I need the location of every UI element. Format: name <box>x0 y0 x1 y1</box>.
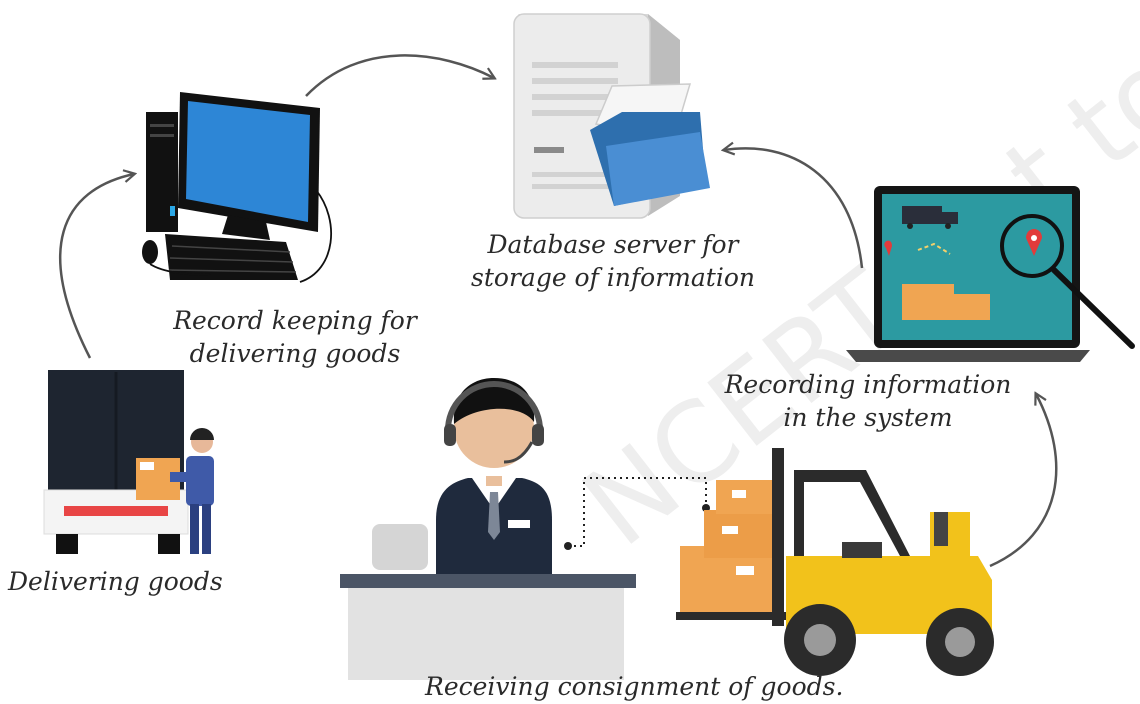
receptionist-icon <box>340 378 710 680</box>
caption-recording-line-1: Recording information <box>724 370 1012 399</box>
arrow-truck-to-computer <box>59 174 134 359</box>
delivery-truck-icon <box>43 370 214 554</box>
laptop-tracking-icon <box>846 186 1135 362</box>
caption-record-line-1: Record keeping for <box>173 306 417 335</box>
arrow-laptop-to-server <box>724 148 864 269</box>
caption-database-line-1: Database server for <box>487 230 739 259</box>
caption-database-line-2: storage of information <box>471 263 755 292</box>
database-server-icon <box>513 13 710 219</box>
caption-record-line-2: delivering goods <box>189 339 401 368</box>
caption-database-server: Database server for storage of informati… <box>468 228 758 294</box>
forklift-icon <box>676 448 994 676</box>
caption-recording-line-2: in the system <box>783 403 953 432</box>
desktop-computer-icon <box>142 92 333 283</box>
caption-recording-information: Recording information in the system <box>708 368 1028 434</box>
arrow-forklift-to-laptop <box>989 394 1058 568</box>
caption-delivering-goods: Delivering goods <box>8 567 223 596</box>
caption-receiving-consignment: Receiving consignment of goods. <box>425 672 844 701</box>
caption-record-keeping: Record keeping for delivering goods <box>170 304 420 370</box>
arrow-computer-to-server <box>305 54 494 97</box>
